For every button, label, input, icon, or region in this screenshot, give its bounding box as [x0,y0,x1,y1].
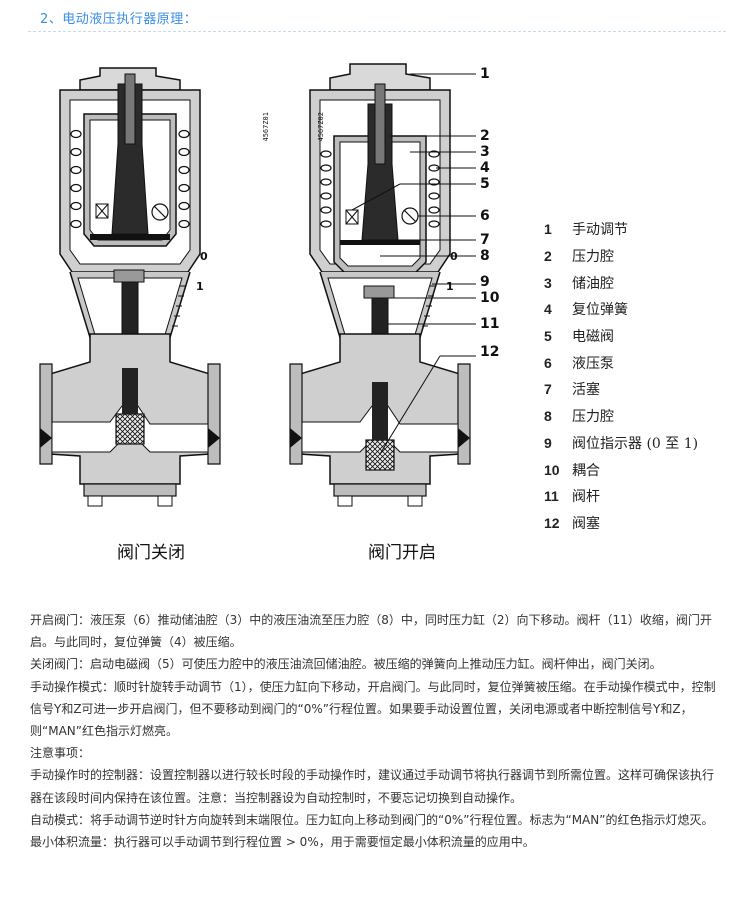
legend-number: 2 [544,248,552,265]
callout-2: 2 [480,128,490,144]
caption-valve-open: 阀门开启 [368,543,436,563]
drawing-code-left: 4567Z01 [262,112,270,142]
legend-item: 3 储油腔 [544,269,734,296]
actuator-cross-section-drawing [39,63,476,507]
paragraph-auto-mode: 自动模式：将手动调节逆时针方向旋转到末端限位。压力缸向上移动到阀门的“0%”行程… [30,812,714,827]
legend-number: 1 [544,221,552,238]
parts-legend: 1 手动调节 2 压力腔 3 储油腔 4 复位弹簧 5 电磁阀 6 液压泵 7 活塞 8 压力腔… [544,216,734,536]
paragraph-min-flow: 最小体积流量：执行器可以手动调节到行程位置 > 0%，用于需要恒定最小体积流量的… [30,835,535,850]
paragraph-manual-mode: 手动操作模式：顺时针旋转手动调节（1），使压力缸向下移动，开启阀门。与此同时，复… [30,679,716,739]
caption-valve-closed: 阀门关闭 [117,543,185,563]
legend-label: 活塞 [572,382,600,399]
legend-label: 复位弹簧 [572,302,628,319]
paragraph-close-valve: 关闭阀门：启动电磁阀（5）可使压力腔中的液压油流回储油腔。被压缩的弹簧向上推动压… [30,657,662,672]
header-divider [28,31,726,32]
legend-number: 6 [544,354,552,371]
legend-label: 耦合 [572,462,600,479]
scale-one-left: 1 [196,280,204,293]
actuator-diagram: 4567Z01 4567Z02 0 1 0 1 1 2 3 4 5 6 7 8 … [30,44,510,574]
legend-item: 2 压力腔 [544,243,734,270]
legend-number: 11 [544,488,559,505]
legend-item: 9 阀位指示器 (0 至 1) [544,430,734,457]
callout-8: 8 [480,248,490,264]
actuator-open [289,63,476,507]
callout-4: 4 [480,160,490,176]
legend-label: 阀杆 [572,489,600,506]
callout-12: 12 [480,344,500,360]
legend-number: 4 [544,301,552,318]
scale-zero-right: 0 [450,250,458,263]
callout-7: 7 [480,232,490,248]
legend-number: 8 [544,408,552,425]
legend-label: 阀塞 [572,515,600,532]
legend-item: 10 耦合 [544,456,734,483]
callout-6: 6 [480,208,490,224]
scale-one-right: 1 [446,280,454,293]
actuator-closed [39,67,221,507]
section-title: 2、电动液压执行器原理： [40,12,198,27]
callout-3: 3 [480,144,490,160]
legend-number: 10 [544,461,560,478]
legend-item: 11 阀杆 [544,483,734,510]
legend-label: 液压泵 [572,355,614,372]
callout-11: 11 [480,316,500,332]
callout-1: 1 [480,66,490,82]
legend-label: 电磁阀 [572,329,614,346]
section-header: 2、电动液压执行器原理： [0,0,740,36]
description-text: 开启阀门：液压泵（6）推动储油腔（3）中的液压油流至压力腔（8）中，同时压力缸（… [30,609,722,853]
legend-item: 12 阀塞 [544,510,734,537]
legend-item: 5 电磁阀 [544,323,734,350]
legend-label: 阀位指示器 (0 至 1) [572,435,699,452]
legend-number: 3 [544,274,552,291]
legend-label: 储油腔 [572,275,614,292]
legend-item: 8 压力腔 [544,403,734,430]
callout-9: 9 [480,274,490,290]
paragraph-open-valve: 开启阀门：液压泵（6）推动储油腔（3）中的液压油流至压力腔（8）中，同时压力缸（… [30,613,712,650]
legend-item: 4 复位弹簧 [544,296,734,323]
callout-5: 5 [480,176,490,192]
legend-label: 压力腔 [572,249,614,266]
callout-10: 10 [480,290,500,306]
scale-zero-left: 0 [200,250,208,263]
paragraph-notes-heading: 注意事项： [30,746,91,761]
legend-item: 6 液压泵 [544,349,734,376]
legend-label: 压力腔 [572,409,614,426]
legend-number: 5 [544,328,552,345]
legend-number: 7 [544,381,552,398]
legend-number: 12 [544,514,560,531]
paragraph-manual-controller: 手动操作时的控制器：设置控制器以进行较长时段的手动操作时，建议通过手动调节将执行… [30,768,715,805]
legend-item: 1 手动调节 [544,216,734,243]
legend-item: 7 活塞 [544,376,734,403]
legend-label: 手动调节 [572,222,628,239]
legend-number: 9 [544,434,552,451]
drawing-code-right: 4567Z02 [317,112,325,142]
